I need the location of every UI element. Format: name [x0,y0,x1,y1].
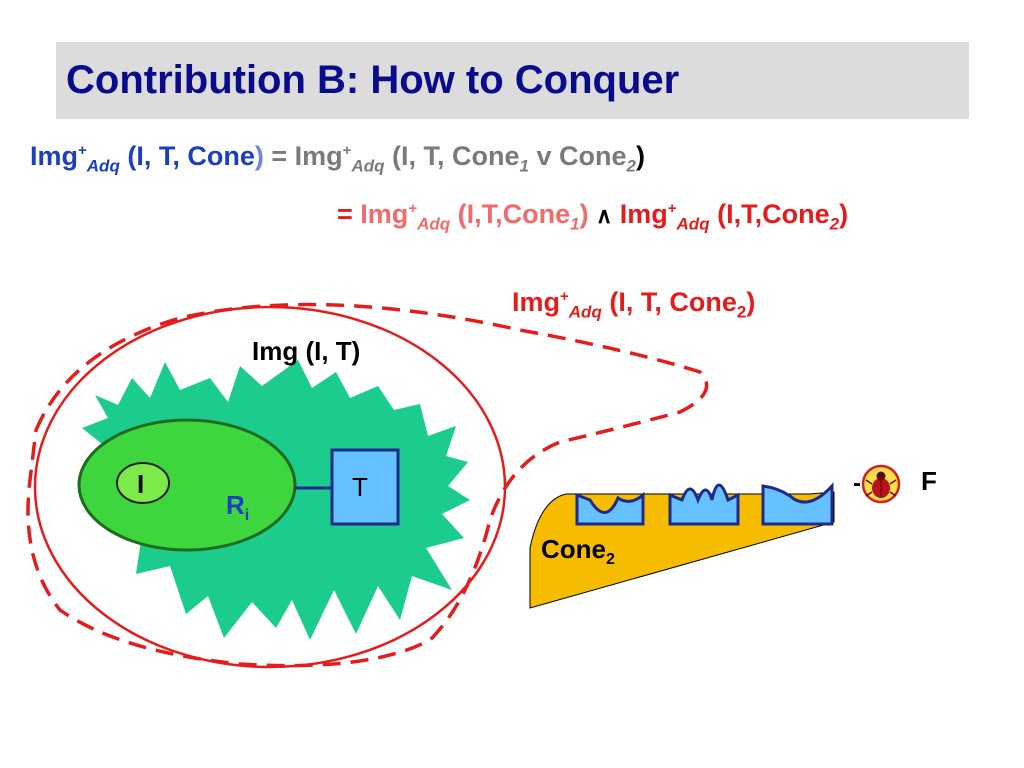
equation-line-2: = Img+Adq (I,T,Cone1) ∧ Img+Adq (I,T,Con… [337,199,848,234]
target-label: T [352,472,368,502]
eq1-lhs-close: ) [254,141,264,171]
label-close: ) [746,287,756,317]
region-ri-label: Ri [226,490,249,525]
eq1-lhs-plus: + [78,142,87,159]
bug-icon [861,464,901,504]
equation-line-1: Img+Adq (I, T, Cone) = Img+Adq (I, T, Co… [30,141,645,176]
initial-state-label: I [137,469,145,499]
target-box [330,448,400,526]
eq2-b-plus: + [667,200,677,217]
region-label-sub: i [244,507,250,525]
eq2-b-adq: Adq [676,214,710,234]
label-sub: 2 [736,302,747,322]
eq1-lhs-img: Img [30,141,79,171]
label-img: Img [512,287,561,317]
eq1-rhs-sub1: 1 [519,156,529,176]
eq2-term-a: Img+Adq (I,T,Cone1) [360,199,589,233]
eq1-rhs-plus: + [342,142,352,159]
eq1-lhs: Img+Adq (I, T, Cone [30,141,255,175]
adq-cone2-boundary [26,302,709,668]
cone2-label-text: Cone [541,534,606,564]
cone2-tile-2 [668,483,740,526]
initial-state [116,462,170,504]
eq1-rhs-close: ) [635,141,645,171]
eq1-rhs-img: Img [294,141,343,171]
eq2-eq-sign: = [337,199,353,229]
slide-title: Contribution B: How to Conquer [66,58,680,102]
title-bar: Contribution B: How to Conquer [56,42,969,119]
eq2-a-img: Img [360,199,409,229]
cone2-label-sub: 2 [606,551,615,569]
eq1-rhs-adq: Adq [351,156,385,176]
eq1-rhs-args: (I, T, Cone [392,141,520,171]
label-plus: + [560,288,569,305]
eq2-and-sign: ∧ [596,203,613,228]
eq1-rhs: = Img+Adq (I, T, Cone1 v Cone2 [271,141,636,175]
eq1-rhs-or: v Cone [536,141,627,171]
eq2-b-sub: 2 [829,214,840,234]
failure-label: F [921,466,937,496]
eq1-lhs-args: (I, T, Cone [127,141,255,171]
img-adq-cone2-label: Img+Adq (I, T, Cone2) [512,287,755,322]
eq2-b-args: (I,T,Cone [717,199,830,229]
region-label-r: R [226,490,245,520]
eq2-a-args: (I,T,Cone [457,199,571,229]
cone2-tile-3 [761,482,834,526]
cone2-tile-1 [575,491,645,526]
eq1-lhs-adq: Adq [86,156,120,176]
eq2-b-close: ) [839,199,849,229]
label-adq: Adq [568,302,602,322]
eq2-a-plus: + [408,200,418,217]
eq2-a-sub: 1 [570,214,580,234]
eq2-a-adq: Adq [417,214,451,234]
label-args: (I, T, Cone [609,287,737,317]
eq2-a-close: ) [579,199,589,229]
cone2-label: Cone2 [541,534,615,569]
eq1-rhs-sub2: 2 [626,156,636,176]
failure-dash: - [853,470,861,497]
region-ri [77,418,297,552]
eq2-term-b: Img+Adq (I,T,Cone2) [619,199,849,233]
img-it-label: Img (I, T) [252,336,361,366]
eq2-b-img: Img [619,199,668,229]
eq1-eq-sign: = [271,141,288,171]
